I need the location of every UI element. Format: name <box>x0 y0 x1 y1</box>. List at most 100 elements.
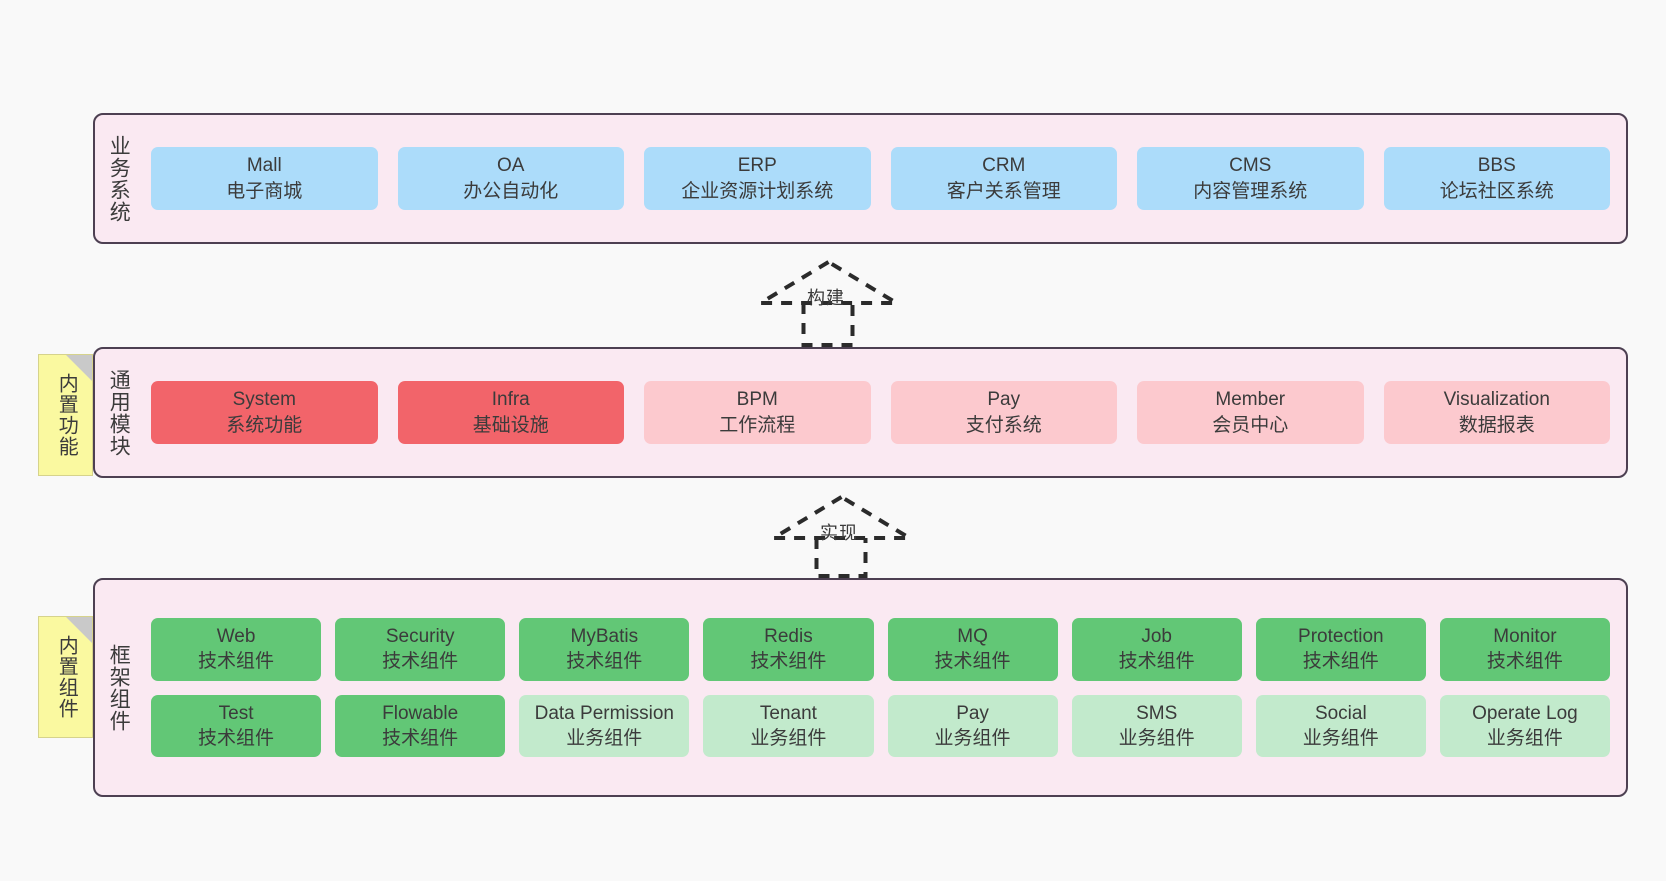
card-title: Operate Log <box>1472 702 1578 724</box>
card-subtitle: 系统功能 <box>226 414 303 436</box>
card-title: Pay <box>956 702 989 724</box>
card-crm[interactable]: CRM 客户关系管理 <box>890 147 1117 210</box>
card-pay-business[interactable]: Pay 业务组件 <box>887 694 1058 758</box>
card-title: MQ <box>957 625 988 647</box>
connector-label-implement: 实现 <box>820 523 858 543</box>
card-title: Social <box>1314 702 1367 724</box>
card-subtitle: 客户关系管理 <box>946 180 1061 202</box>
card-security[interactable]: Security 技术组件 <box>335 617 506 681</box>
card-protection[interactable]: Protection 技术组件 <box>1255 617 1426 681</box>
card-job[interactable]: Job 技术组件 <box>1071 617 1242 681</box>
card-row: Web 技术组件 Security 技术组件 MyBatis 技术组件 Redi… <box>151 617 1610 681</box>
card-infra[interactable]: Infra 基础设施 <box>397 381 624 444</box>
layer-business-system: 业务系统 Mall 电子商城 OA 办公自动化 ERP 企业资源计划系统 CRM… <box>93 113 1628 244</box>
card-title: Mall <box>246 155 282 177</box>
card-subtitle: 内容管理系统 <box>1193 180 1308 202</box>
card-subtitle: 数据报表 <box>1458 414 1535 436</box>
card-title: Web <box>216 625 256 647</box>
card-subtitle: 业务组件 <box>934 727 1011 749</box>
note-builtin-function: 内置功能 <box>38 354 93 476</box>
card-subtitle: 业务组件 <box>566 727 643 749</box>
card-title: BPM <box>736 389 778 411</box>
card-sms[interactable]: SMS 业务组件 <box>1071 694 1242 758</box>
card-cms[interactable]: CMS 内容管理系统 <box>1137 147 1364 210</box>
card-title: BBS <box>1477 155 1516 177</box>
card-subtitle: 办公自动化 <box>463 180 559 202</box>
card-row: System 系统功能 Infra 基础设施 BPM 工作流程 Pay 支付系统… <box>151 381 1610 444</box>
card-mall[interactable]: Mall 电子商城 <box>151 147 378 210</box>
layer-framework-component: 框架组件 Web 技术组件 Security 技术组件 MyBatis 技术组件… <box>93 578 1628 797</box>
layer-title-business-system: 业务系统 <box>107 134 131 223</box>
card-title: SMS <box>1136 702 1178 724</box>
layer-body-common-module: System 系统功能 Infra 基础设施 BPM 工作流程 Pay 支付系统… <box>141 349 1626 476</box>
card-mq[interactable]: MQ 技术组件 <box>887 617 1058 681</box>
card-oa[interactable]: OA 办公自动化 <box>397 147 624 210</box>
card-title: System <box>232 389 296 411</box>
card-title: Infra <box>491 389 530 411</box>
card-monitor[interactable]: Monitor 技术组件 <box>1439 617 1610 681</box>
card-title: CRM <box>982 155 1026 177</box>
card-title: Visualization <box>1443 389 1550 411</box>
card-title: Tenant <box>759 702 817 724</box>
card-subtitle: 技术组件 <box>1118 651 1195 673</box>
card-visualization[interactable]: Visualization 数据报表 <box>1383 381 1610 444</box>
card-operate-log[interactable]: Operate Log 业务组件 <box>1439 694 1610 758</box>
card-subtitle: 技术组件 <box>198 651 275 673</box>
card-system[interactable]: System 系统功能 <box>151 381 378 444</box>
card-title: MyBatis <box>570 625 639 647</box>
card-data-permission[interactable]: Data Permission 业务组件 <box>519 694 690 758</box>
card-subtitle: 技术组件 <box>198 727 275 749</box>
layer-common-module: 通用模块 System 系统功能 Infra 基础设施 BPM 工作流程 Pay… <box>93 347 1628 478</box>
card-erp[interactable]: ERP 企业资源计划系统 <box>644 147 871 210</box>
card-subtitle: 企业资源计划系统 <box>681 180 834 202</box>
card-subtitle: 技术组件 <box>1486 651 1563 673</box>
card-title: Security <box>385 625 455 647</box>
card-redis[interactable]: Redis 技术组件 <box>703 617 874 681</box>
card-title: OA <box>497 155 525 177</box>
note-fold-icon <box>66 617 92 643</box>
card-row: Test 技术组件 Flowable 技术组件 Data Permission … <box>151 694 1610 758</box>
card-title: Test <box>218 702 254 724</box>
card-title: Monitor <box>1493 625 1557 647</box>
generalization-triangle-icon <box>766 494 917 540</box>
card-subtitle: 论坛社区系统 <box>1439 180 1554 202</box>
card-web[interactable]: Web 技术组件 <box>151 617 322 681</box>
card-subtitle: 技术组件 <box>934 651 1011 673</box>
card-subtitle: 支付系统 <box>965 414 1042 436</box>
note-label: 内置功能 <box>55 373 78 457</box>
card-subtitle: 基础设施 <box>472 414 549 436</box>
connector-shaft-icon <box>801 303 855 347</box>
card-mybatis[interactable]: MyBatis 技术组件 <box>519 617 690 681</box>
card-member[interactable]: Member 会员中心 <box>1137 381 1364 444</box>
card-subtitle: 工作流程 <box>719 414 796 436</box>
note-label: 内置组件 <box>55 635 78 719</box>
connector-implement: 实现 <box>766 490 918 580</box>
card-social[interactable]: Social 业务组件 <box>1255 694 1426 758</box>
card-title: Job <box>1141 625 1172 647</box>
card-title: Data Permission <box>534 702 674 724</box>
card-pay[interactable]: Pay 支付系统 <box>890 381 1117 444</box>
card-tenant[interactable]: Tenant 业务组件 <box>703 694 874 758</box>
card-subtitle: 技术组件 <box>382 651 459 673</box>
note-fold-icon <box>66 355 92 381</box>
connector-build: 构建 <box>753 255 905 350</box>
generalization-triangle-icon <box>753 259 904 305</box>
card-bpm[interactable]: BPM 工作流程 <box>644 381 871 444</box>
card-bbs[interactable]: BBS 论坛社区系统 <box>1383 147 1610 210</box>
card-title: ERP <box>737 155 777 177</box>
card-subtitle: 会员中心 <box>1212 414 1289 436</box>
card-subtitle: 技术组件 <box>382 727 459 749</box>
card-subtitle: 技术组件 <box>750 651 827 673</box>
card-title: CMS <box>1229 155 1272 177</box>
card-test[interactable]: Test 技术组件 <box>151 694 322 758</box>
layer-body-business-system: Mall 电子商城 OA 办公自动化 ERP 企业资源计划系统 CRM 客户关系… <box>141 115 1626 242</box>
card-subtitle: 技术组件 <box>1302 651 1379 673</box>
card-title: Member <box>1215 389 1286 411</box>
layer-body-framework-component: Web 技术组件 Security 技术组件 MyBatis 技术组件 Redi… <box>141 580 1626 795</box>
card-subtitle: 技术组件 <box>566 651 643 673</box>
card-subtitle: 业务组件 <box>1486 727 1563 749</box>
card-flowable[interactable]: Flowable 技术组件 <box>335 694 506 758</box>
card-row: Mall 电子商城 OA 办公自动化 ERP 企业资源计划系统 CRM 客户关系… <box>151 147 1610 210</box>
card-subtitle: 业务组件 <box>1118 727 1195 749</box>
